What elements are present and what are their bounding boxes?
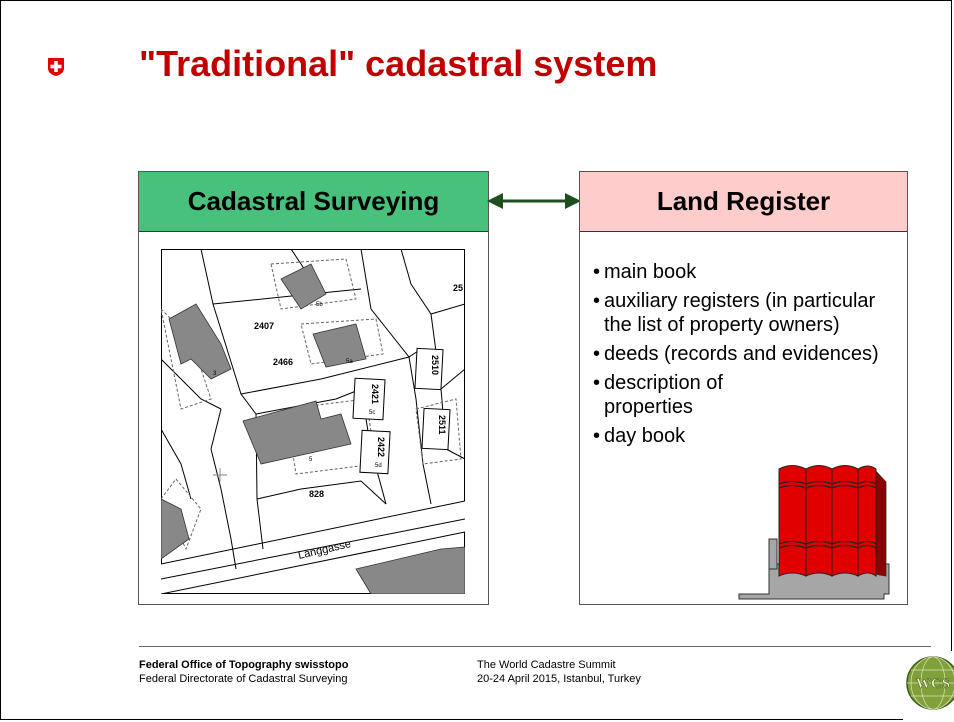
land-register-box: Land Register main book auxiliary regist… [579, 171, 908, 605]
wcs-logo-icon: WCS [903, 651, 954, 721]
house-number-5c: 5c [369, 410, 375, 416]
bullet-day-book: day book [593, 424, 893, 448]
books-icon [738, 465, 890, 600]
footer-event-name: The World Cadastre Summit [477, 659, 616, 671]
parcel-label-25: 25 [453, 283, 463, 293]
footer-org-sub: Federal Directorate of Cadastral Surveyi… [139, 673, 348, 685]
footer-organization: Federal Office of Topography swisstopo F… [139, 658, 348, 686]
house-number-5: 5 [309, 457, 313, 463]
wcs-logo-text: WCS [916, 676, 950, 692]
cadastral-surveying-header: Cadastral Surveying [139, 172, 488, 232]
bullet-deeds: deeds (records and evidences) [593, 342, 893, 366]
parcel-label-828: 828 [309, 489, 324, 499]
swiss-cross-icon [48, 58, 64, 76]
footer-event-date: 20-24 April 2015, Istanbul, Turkey [477, 673, 641, 685]
parcel-label-2510: 2510 [430, 355, 440, 375]
parcel-label-2422: 2422 [376, 437, 386, 457]
house-number-5d: 5d [375, 463, 382, 469]
cadastral-surveying-box: Cadastral Surveying [138, 171, 489, 605]
bullet-description-of-properties: description of properties [593, 371, 754, 419]
land-register-list: main book auxiliary registers (in partic… [593, 260, 893, 453]
footer-event: The World Cadastre Summit 20-24 April 20… [477, 658, 641, 686]
bullet-main-book: main book [593, 260, 893, 284]
slide-title: "Traditional" cadastral system [139, 43, 658, 84]
parcel-label-2421: 2421 [370, 384, 380, 404]
parcel-label-2407: 2407 [254, 321, 274, 331]
land-register-header: Land Register [580, 172, 907, 232]
house-number-3: 3 [213, 371, 217, 377]
house-number-5b: 5b [316, 302, 323, 308]
footer-org-name: Federal Office of Topography swisstopo [139, 659, 349, 671]
footer-rule [139, 646, 931, 647]
double-arrow-icon [487, 193, 581, 209]
parcel-label-2466: 2466 [273, 357, 293, 367]
bullet-auxiliary-registers: auxiliary registers (in particular the l… [593, 289, 893, 337]
parcel-label-2511: 2511 [437, 415, 447, 435]
cadastral-map: 2407 2466 828 25 2421 2422 2510 2511 5b … [161, 249, 465, 594]
house-number-5a: 5a [346, 359, 353, 365]
